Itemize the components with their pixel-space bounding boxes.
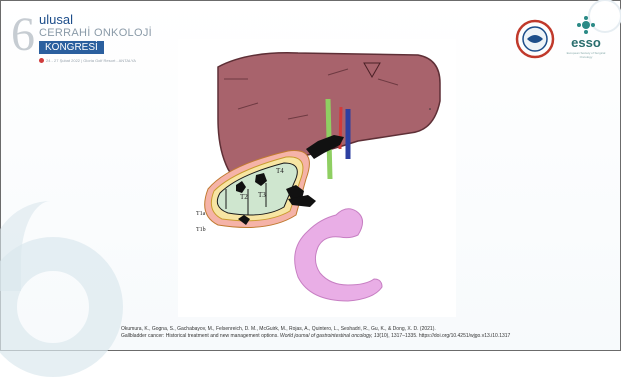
slide: 6 ulusal CERRAHİ ONKOLOJİ KONGRESİ 24 - … <box>0 0 621 351</box>
logo-line-2: CERRAHİ ONKOLOJİ <box>39 27 152 39</box>
esso-mark-icon <box>563 15 609 37</box>
citation-journal: World journal of gastrointestinal oncolo… <box>280 333 379 339</box>
seal-logo <box>515 19 555 59</box>
citation: Okumura, K., Gogna, S., Gachabayov, M., … <box>121 326 591 340</box>
logo-line-4: 24 - 27 Şubat 2022 | Gloria Golf Resort … <box>39 58 136 63</box>
citation-title-line: Gallbladder cancer: Historical treatment… <box>121 333 591 340</box>
logo-line-4-text: 24 - 27 Şubat 2022 | Gloria Golf Resort … <box>46 58 136 63</box>
esso-label: esso <box>563 35 609 50</box>
citation-pages-doi: (10), 1317–1335. https://doi.org/10.4251… <box>379 333 510 339</box>
duodenum-shape <box>295 209 382 301</box>
logo-line-1: ulusal <box>39 12 73 27</box>
label-t3: T3 <box>258 191 266 199</box>
congress-logo: 6 ulusal CERRAHİ ONKOLOJİ KONGRESİ 24 - … <box>11 9 191 69</box>
label-t2: T2 <box>240 193 248 201</box>
esso-subtitle: European Society of Surgical Oncology <box>563 51 609 59</box>
esso-logo: esso European Society of Surgical Oncolo… <box>563 15 609 61</box>
citation-title: Gallbladder cancer: Historical treatment… <box>121 333 280 339</box>
label-t1b: T1b <box>196 227 206 233</box>
logo-number: 6 <box>11 9 35 61</box>
citation-authors: Okumura, K., Gogna, S., Gachabayov, M., … <box>121 326 591 333</box>
figure-dot <box>429 108 431 110</box>
label-t1a: T1a <box>196 211 206 217</box>
gallbladder-staging-figure: T1a T1b T2 T3 T4 <box>178 39 456 317</box>
logo-line-3: KONGRESİ <box>39 41 104 54</box>
logo-dot-icon <box>39 58 44 63</box>
decorative-six-stem <box>0 201 81 291</box>
label-t4: T4 <box>276 167 284 175</box>
